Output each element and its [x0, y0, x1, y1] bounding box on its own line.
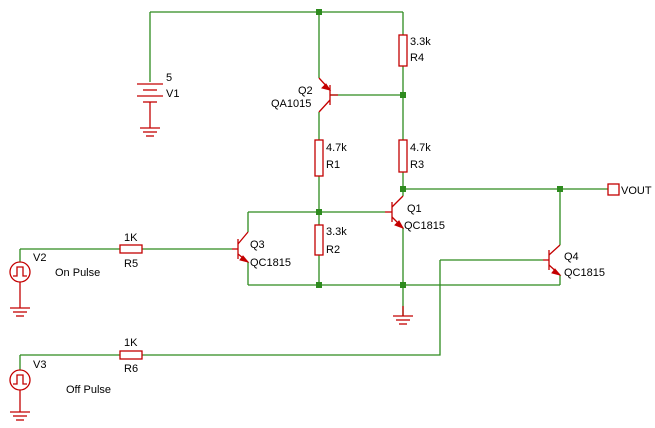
v2-desc: On Pulse: [55, 267, 100, 279]
r6-name: R6: [124, 363, 138, 375]
r4-value: 3.3k: [410, 36, 431, 48]
r3-name: R3: [410, 159, 424, 171]
vout-label: VOUT: [621, 185, 652, 197]
vout-port[interactable]: VOUT: [607, 183, 652, 197]
junction-dot: [316, 209, 322, 215]
resistor-r6: 1K R6: [119, 337, 143, 375]
resistor-r2: 3.3k R2: [314, 224, 347, 256]
vout-port-terminal[interactable]: [607, 183, 620, 196]
junction-dot: [316, 9, 322, 15]
r2-name: R2: [326, 244, 340, 256]
v2-name: V2: [33, 252, 46, 264]
wire-r6-q4: [142, 260, 441, 356]
junction-dot: [557, 186, 563, 192]
r5-name: R5: [124, 258, 138, 270]
r4-name: R4: [410, 52, 424, 64]
q1-name: Q1: [407, 203, 422, 215]
junction-dot: [400, 92, 406, 98]
q4-name: Q4: [564, 251, 579, 263]
q2-part: QA1015: [271, 98, 311, 110]
v3-name: V3: [33, 359, 46, 371]
r1-value: 4.7k: [326, 142, 347, 154]
junction-dot: [400, 186, 406, 192]
ground-main: [393, 306, 413, 325]
wires: [19, 11, 608, 370]
r1-name: R1: [326, 159, 340, 171]
v1-name: V1: [166, 88, 179, 100]
q4-part: QC1815: [564, 267, 605, 279]
junction-dot: [400, 282, 406, 288]
v3-desc: Off Pulse: [66, 384, 111, 396]
r5-value: 1K: [124, 232, 138, 244]
transistor-q4: Q4 QC1815: [543, 244, 605, 279]
junction-dot: [316, 282, 322, 288]
q2-name: Q2: [298, 85, 313, 97]
resistor-r1: 4.7k R1: [314, 139, 347, 177]
resistor-r5: 1K R5: [119, 232, 143, 270]
r2-value: 3.3k: [326, 226, 347, 238]
q3-part: QC1815: [250, 257, 291, 269]
v1-value: 5: [166, 72, 172, 84]
q1-part: QC1815: [404, 220, 445, 232]
r3-value: 4.7k: [410, 142, 431, 154]
pulse-source-v2: V2 On Pulse: [9, 252, 100, 317]
pulse-source-v3: V3 Off Pulse: [9, 359, 111, 421]
battery-v1: 5 V1: [137, 72, 179, 137]
transistor-q1: Q1 QC1815: [385, 195, 445, 232]
r6-value: 1K: [124, 337, 138, 349]
q3-name: Q3: [250, 239, 265, 251]
resistor-r4: 3.3k R4: [398, 34, 431, 67]
resistor-r3: 4.7k R3: [398, 139, 431, 173]
junctions: [316, 9, 563, 288]
transistor-q3: Q3 QC1815: [232, 231, 291, 269]
transistor-q2: Q2 QA1015: [271, 77, 338, 113]
